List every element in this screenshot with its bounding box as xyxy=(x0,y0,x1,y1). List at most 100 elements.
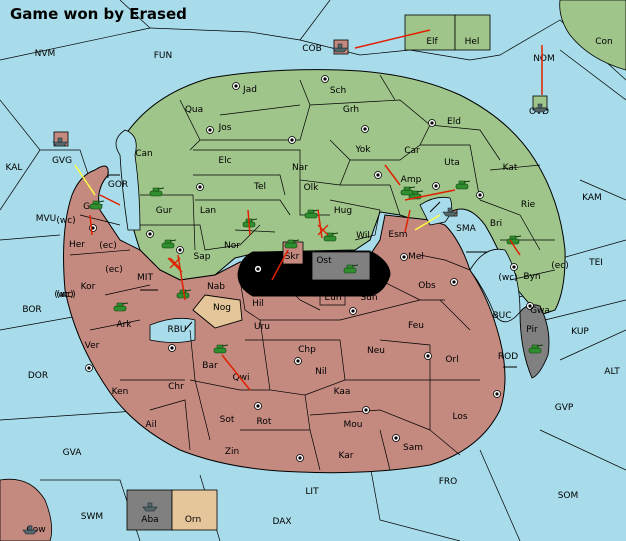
support-line xyxy=(74,164,96,196)
land-label: Can xyxy=(135,149,153,159)
land-label: (ec) xyxy=(105,265,123,275)
army-unit[interactable] xyxy=(528,344,544,354)
order-arrow xyxy=(177,254,186,301)
region-pir[interactable] xyxy=(519,304,550,379)
land-label: Sot xyxy=(220,415,235,425)
region-nog[interactable] xyxy=(192,294,243,329)
supply-center-dot xyxy=(495,392,499,396)
region-con[interactable] xyxy=(559,0,626,71)
supply-center-dot xyxy=(452,280,456,284)
fleet-unit[interactable] xyxy=(442,207,458,217)
sea-label: (wc) xyxy=(498,273,517,283)
fleet-unit[interactable] xyxy=(22,525,38,535)
region-orn[interactable] xyxy=(171,489,218,531)
fleet-unit[interactable] xyxy=(332,43,348,53)
sea-label: KUP xyxy=(571,327,589,337)
army-unit[interactable] xyxy=(284,239,300,249)
army-unit[interactable] xyxy=(149,187,165,197)
supply-center-dot xyxy=(478,193,482,197)
land-label: Kor xyxy=(81,282,96,292)
land-label: Web xyxy=(284,272,304,282)
land-label: Sap xyxy=(194,252,211,262)
supply-center-dot xyxy=(178,248,182,252)
land-label: Gur xyxy=(156,206,173,216)
supply-center-dot xyxy=(198,185,202,189)
land-label: Wil xyxy=(356,231,370,241)
supply-center-dot xyxy=(402,255,406,259)
army-unit[interactable] xyxy=(455,180,471,190)
land-label: Bar xyxy=(202,361,218,371)
sea-label: GVA xyxy=(63,448,83,458)
sea-label: GVG xyxy=(52,156,72,166)
fleet-unit[interactable] xyxy=(142,502,158,512)
sea-label: FUN xyxy=(154,51,173,61)
supply-center-dot xyxy=(170,346,174,350)
fleet-unit[interactable] xyxy=(52,137,68,147)
land-label: Sam xyxy=(403,443,423,453)
army-unit[interactable] xyxy=(343,264,359,274)
supply-center-dot xyxy=(256,404,260,408)
supply-center-dot xyxy=(394,436,398,440)
land-label: Chp xyxy=(298,345,316,355)
army-unit[interactable] xyxy=(161,239,177,249)
land-label: Tel xyxy=(253,182,266,192)
inlet-sma[interactable] xyxy=(419,196,453,226)
supply-center-dot xyxy=(290,138,294,142)
sea-label: (ec) xyxy=(551,261,569,271)
army-unit[interactable] xyxy=(213,344,229,354)
land-label: Ark xyxy=(116,320,132,330)
order-arrow xyxy=(271,249,289,281)
sea-label: DOR xyxy=(28,371,48,381)
order-arrow xyxy=(247,209,251,236)
land-label: Kat xyxy=(503,163,518,173)
sea-label: NOM xyxy=(533,54,555,64)
sea-label: KAM xyxy=(582,193,602,203)
army-unit[interactable] xyxy=(323,232,339,242)
land-label: Uta xyxy=(444,158,460,168)
order-arrow xyxy=(99,194,121,206)
order-arrow xyxy=(509,239,521,256)
supply-center-dot xyxy=(430,121,434,125)
army-unit[interactable] xyxy=(113,302,129,312)
sea-label: SWM xyxy=(81,512,103,522)
supply-center-dot xyxy=(323,77,327,81)
land-label: Sch xyxy=(330,86,346,96)
land-label: Nar xyxy=(292,163,308,173)
land-label: Eld xyxy=(447,117,461,127)
land-label: Nor xyxy=(224,241,240,251)
supply-center-dot xyxy=(351,309,355,313)
land-label: (wc) xyxy=(56,290,75,300)
land-label: Elc xyxy=(218,156,231,166)
sea-label: ALT xyxy=(604,367,620,377)
land-label: Kar xyxy=(339,451,354,461)
sea-label: Aba xyxy=(141,515,158,525)
sea-label: Elf xyxy=(426,37,438,47)
fleet-unit[interactable] xyxy=(532,103,548,113)
land-label: Nog xyxy=(213,303,231,313)
land-label: Chr xyxy=(168,382,184,392)
region-cow[interactable] xyxy=(0,478,53,541)
order-arrow xyxy=(404,209,411,233)
supply-center-dot xyxy=(148,232,152,236)
supply-center-dot xyxy=(363,127,367,131)
inlet-rbu[interactable] xyxy=(149,317,196,343)
sea-label: MVU xyxy=(36,214,57,224)
army-unit[interactable] xyxy=(89,200,105,210)
supply-center-dot xyxy=(91,226,95,230)
region-hel[interactable] xyxy=(454,14,491,51)
supply-center-dot xyxy=(434,184,438,188)
sea-label: BUC xyxy=(492,311,511,321)
army-unit[interactable] xyxy=(304,209,320,219)
sea-label: GOR xyxy=(108,180,128,190)
supply-center-dot xyxy=(364,408,368,412)
sea-label: GVP xyxy=(555,403,574,413)
region-ost-inner[interactable] xyxy=(311,251,371,281)
rose-continent[interactable] xyxy=(63,165,506,474)
inlet-buc[interactable] xyxy=(469,248,521,323)
sea-label: COB xyxy=(302,44,322,54)
supply-center-dot xyxy=(376,173,380,177)
inlet-gor[interactable] xyxy=(115,129,141,231)
land-label: Nil xyxy=(315,367,327,377)
army-unit[interactable] xyxy=(400,186,416,196)
